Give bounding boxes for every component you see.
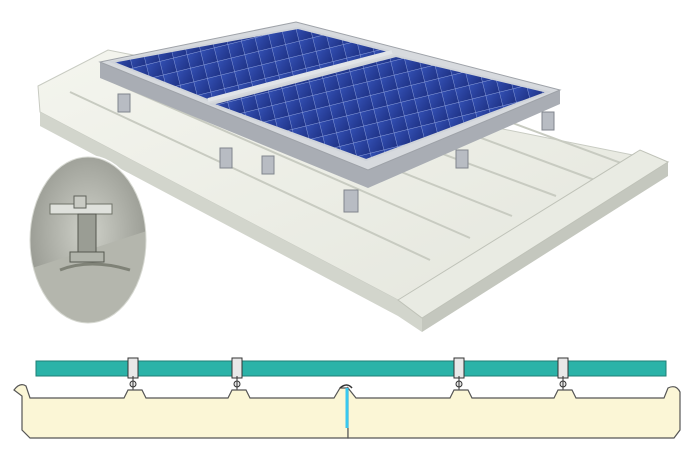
bracket xyxy=(455,149,469,169)
roof-right-edge xyxy=(422,162,668,332)
module-divider xyxy=(207,50,393,102)
sandwich-panel-right xyxy=(347,386,681,439)
roof-front-edge xyxy=(40,112,422,332)
bracket xyxy=(117,93,131,113)
profile-cross-section xyxy=(13,357,681,439)
clamp-posts xyxy=(127,357,569,395)
solar-array xyxy=(98,21,562,188)
roof-end-rib xyxy=(397,149,670,319)
bracket xyxy=(219,147,233,169)
sandwich-panel-left xyxy=(13,384,349,439)
mounting-brackets xyxy=(117,93,555,213)
seam-hook xyxy=(339,384,353,389)
bracket xyxy=(541,111,555,131)
solar-panel-strip xyxy=(35,360,667,377)
clamp-detail-inset xyxy=(28,155,148,325)
bracket xyxy=(261,155,275,175)
bracket xyxy=(343,189,359,213)
solar-module-right xyxy=(208,54,552,162)
panel-frame-side xyxy=(100,62,560,188)
